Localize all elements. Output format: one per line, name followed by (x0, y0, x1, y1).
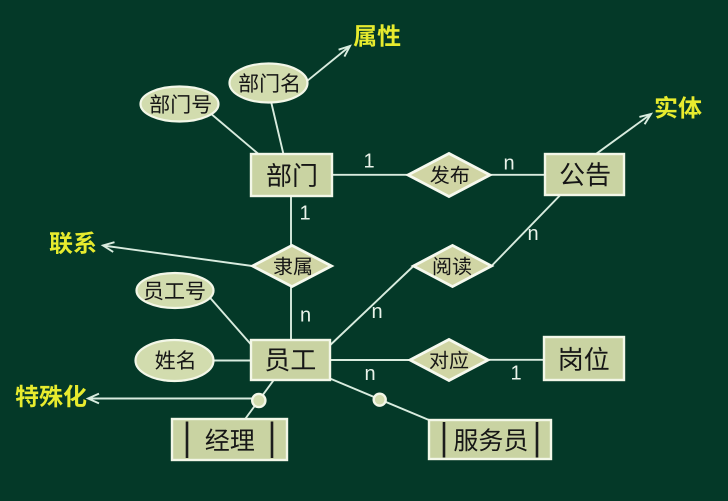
svg-text:n: n (364, 363, 375, 385)
svg-text:n: n (300, 305, 311, 327)
svg-text:1: 1 (299, 203, 310, 225)
svg-text:1: 1 (363, 151, 374, 173)
svg-text:n: n (503, 153, 514, 175)
svg-text:1: 1 (510, 363, 521, 385)
svg-text:n: n (527, 223, 538, 245)
svg-text:n: n (371, 301, 382, 323)
